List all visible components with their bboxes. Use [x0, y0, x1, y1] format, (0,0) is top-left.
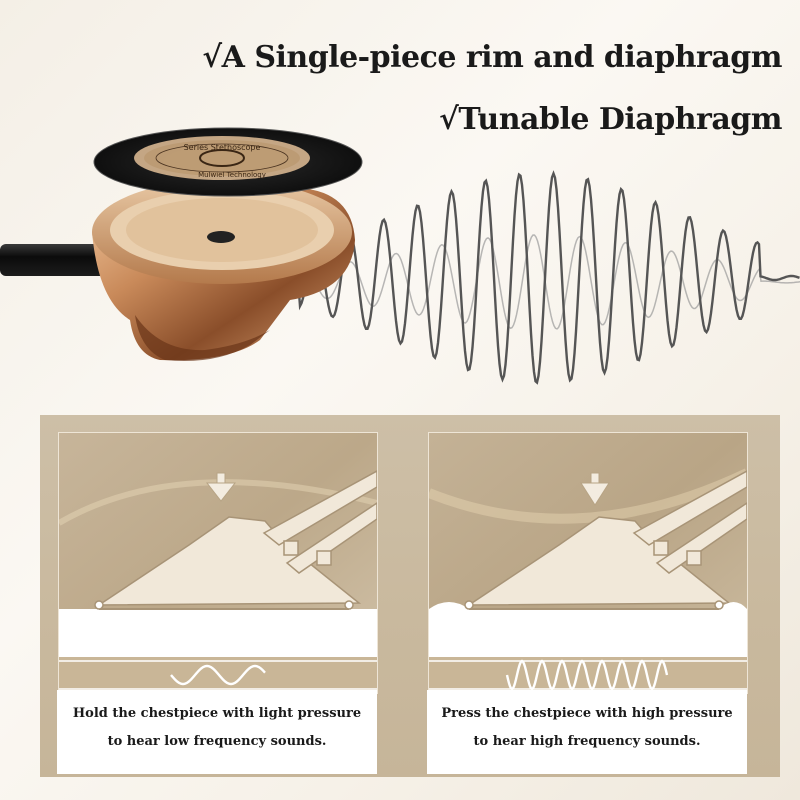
caption-light-line1: Hold the chestpiece with light pressure [72, 706, 362, 721]
pressure-arrow-icon [205, 472, 237, 502]
caption-light-line2: to hear low frequency sounds. [107, 734, 327, 749]
diaphragm-engraving-outer: Series Stethoscope [184, 143, 261, 152]
caption-high-line2: to hear high frequency sounds. [473, 734, 701, 749]
headline-single-piece: √A Single-piece rim and diaphragm [202, 40, 782, 75]
caption-light-pressure: Hold the chestpiece with light pressure … [57, 690, 377, 774]
caption-high-line1: Press the chestpiece with high pressure [441, 706, 733, 721]
light-pressure-diagram [58, 432, 378, 694]
chestpiece-cross-section [96, 470, 377, 606]
high-frequency-wave-icon [505, 659, 669, 691]
stethoscope-hero-illustration: Series Stethoscope Mulwiel Technology [0, 127, 800, 385]
pressure-arrow-icon [580, 472, 610, 506]
diaphragm-engraving-inner: Mulwiel Technology [198, 171, 266, 179]
chestpiece [92, 180, 355, 361]
headline-tunable-diaphragm: √Tunable Diaphragm [439, 102, 782, 137]
low-frequency-wave-icon [170, 664, 266, 686]
high-pressure-diagram [428, 432, 748, 694]
chestpiece-cross-section [466, 470, 747, 606]
caption-high-pressure: Press the chestpiece with high pressure … [427, 690, 747, 774]
diaphragm-disc: Series Stethoscope Mulwiel Technology [93, 127, 363, 197]
stethoscope-tube [0, 244, 110, 276]
